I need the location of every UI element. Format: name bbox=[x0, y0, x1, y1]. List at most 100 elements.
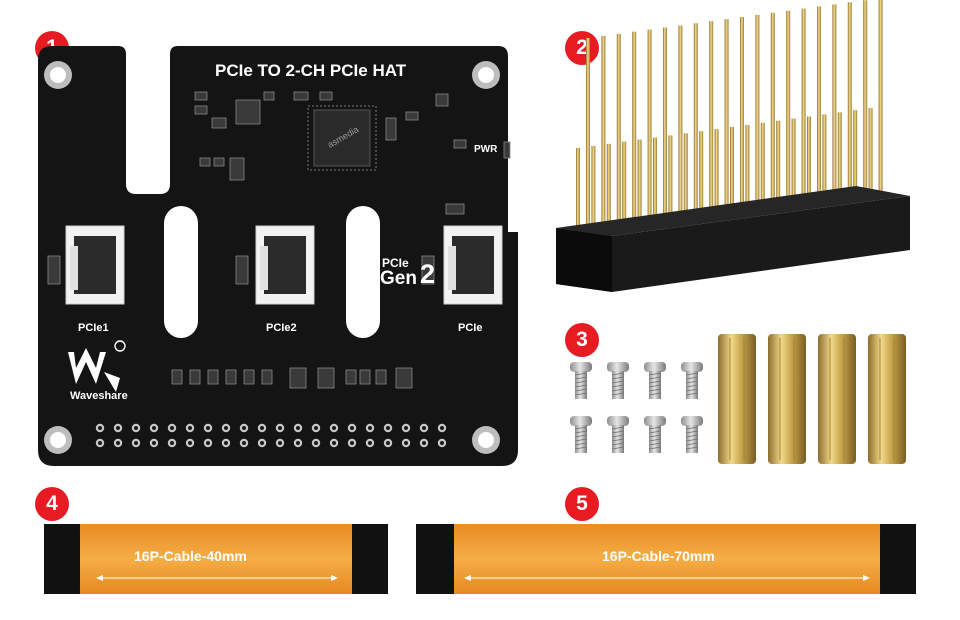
port-label-pcie: PCIe bbox=[458, 322, 483, 334]
header-pin bbox=[699, 131, 704, 220]
header-pin bbox=[837, 112, 842, 201]
board-title: PCIe TO 2-CH PCIe HAT bbox=[215, 61, 407, 80]
gpio-hole bbox=[311, 423, 321, 433]
header-pin bbox=[647, 29, 652, 226]
item-number-badge-2: 2 bbox=[565, 31, 599, 65]
header-pin bbox=[863, 0, 868, 197]
header-pin bbox=[678, 25, 683, 222]
header-pin bbox=[576, 148, 580, 236]
header-pin bbox=[683, 133, 688, 222]
header-pin bbox=[637, 139, 642, 228]
smd-components bbox=[47, 91, 511, 389]
screw bbox=[607, 362, 629, 399]
header-pin bbox=[693, 23, 698, 220]
gpio-hole bbox=[149, 438, 159, 448]
brass-standoff bbox=[718, 334, 756, 464]
gpio-hole bbox=[149, 423, 159, 433]
brass-standoff bbox=[868, 334, 906, 464]
gpio-hole bbox=[257, 438, 267, 448]
header-pin bbox=[601, 35, 606, 232]
standoff-set bbox=[718, 334, 906, 464]
gpio-hole bbox=[383, 438, 393, 448]
header-pin bbox=[868, 108, 873, 197]
header-pin bbox=[745, 124, 750, 213]
screw bbox=[644, 362, 666, 399]
pin-header-2x20 bbox=[556, 0, 910, 292]
gpio-hole bbox=[365, 438, 375, 448]
gpio-hole bbox=[401, 423, 411, 433]
cable-70mm-label: 16P-Cable-70mm bbox=[602, 548, 715, 564]
gpio-hole bbox=[131, 438, 141, 448]
screw bbox=[607, 416, 629, 453]
item-number-badge-3: 3 bbox=[565, 323, 599, 357]
header-pin bbox=[786, 10, 791, 207]
brass-standoff bbox=[768, 334, 806, 464]
header-pin bbox=[822, 114, 827, 203]
gpio-hole bbox=[419, 438, 429, 448]
header-pin bbox=[709, 21, 714, 218]
gpio-hole bbox=[221, 438, 231, 448]
mounting-hole bbox=[472, 426, 500, 454]
gpio-hole bbox=[437, 438, 447, 448]
port-label-pcie2: PCIe2 bbox=[266, 322, 297, 334]
gpio-hole bbox=[185, 438, 195, 448]
gpio-hole bbox=[95, 423, 105, 433]
header-pin bbox=[586, 38, 590, 234]
screw bbox=[644, 416, 666, 453]
gpio-hole bbox=[329, 438, 339, 448]
gpio-hole bbox=[401, 438, 411, 448]
gpio-hole bbox=[203, 438, 213, 448]
screw bbox=[681, 362, 703, 399]
header-pin bbox=[622, 141, 627, 230]
pcie-hat-board bbox=[38, 46, 518, 466]
gpio-hole bbox=[437, 423, 447, 433]
pwr-label: PWR bbox=[474, 144, 498, 155]
fpc-connector-pcie1 bbox=[65, 225, 125, 305]
header-pin bbox=[755, 14, 760, 211]
header-pin bbox=[730, 127, 734, 215]
header-pin bbox=[807, 116, 811, 205]
screw bbox=[570, 416, 592, 453]
gen-label-big: Gen bbox=[380, 268, 417, 289]
header-pin bbox=[853, 110, 858, 199]
gen-label-number: 2 bbox=[420, 259, 436, 289]
header-pin bbox=[668, 135, 673, 224]
gpio-hole bbox=[95, 438, 105, 448]
gpio-hole bbox=[113, 423, 123, 433]
gpio-hole bbox=[167, 438, 177, 448]
mounting-hole bbox=[44, 61, 72, 89]
gpio-hole bbox=[383, 423, 393, 433]
pcie-switch-chip bbox=[307, 105, 377, 171]
gpio-hole bbox=[419, 423, 429, 433]
gpio-hole bbox=[131, 423, 141, 433]
fpc-connector-pcie2 bbox=[255, 225, 315, 305]
fpc-cable-70mm bbox=[416, 524, 916, 594]
gpio-hole bbox=[275, 423, 285, 433]
gpio-hole bbox=[113, 438, 123, 448]
header-pin bbox=[616, 33, 621, 230]
item-number-badge-5: 5 bbox=[565, 487, 599, 521]
gpio-hole bbox=[203, 423, 213, 433]
header-pin bbox=[724, 19, 729, 216]
header-pin bbox=[817, 6, 821, 203]
mounting-hole bbox=[44, 426, 72, 454]
gpio-header-holes bbox=[95, 423, 447, 448]
header-pin bbox=[832, 4, 837, 201]
gpio-hole bbox=[311, 438, 321, 448]
gen-label-small: PCIe bbox=[382, 256, 409, 270]
gpio-hole bbox=[167, 423, 177, 433]
fpc-connector-pcie bbox=[443, 225, 503, 305]
header-pin bbox=[653, 137, 657, 226]
header-pin bbox=[791, 118, 796, 207]
header-pin bbox=[740, 17, 744, 213]
gpio-hole bbox=[347, 423, 357, 433]
fpc-cable-40mm bbox=[44, 524, 388, 594]
gpio-hole bbox=[293, 438, 303, 448]
waveshare-logo-icon bbox=[68, 340, 126, 392]
header-pin bbox=[760, 122, 765, 211]
gpio-hole bbox=[365, 423, 375, 433]
gpio-hole bbox=[329, 423, 339, 433]
header-pin bbox=[606, 143, 611, 232]
board-slot bbox=[164, 206, 198, 338]
